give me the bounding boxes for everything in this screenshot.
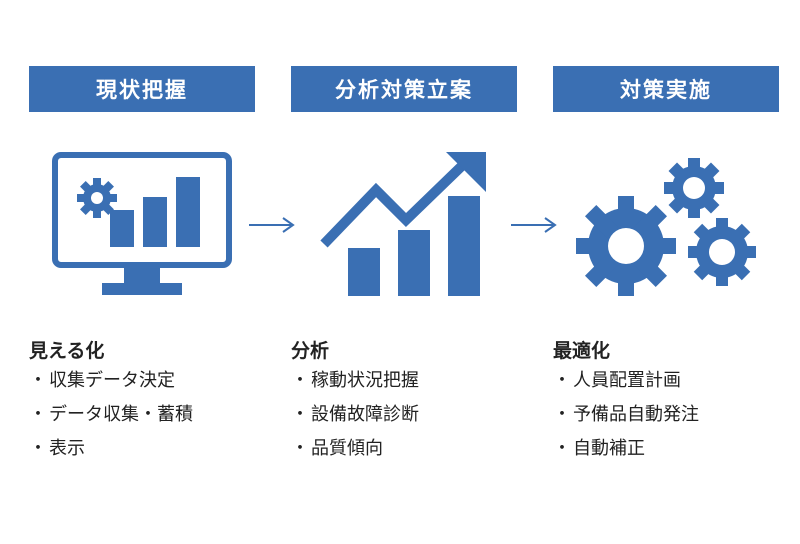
step-header-2: 分析対策立案: [291, 66, 517, 112]
step-title-1: 見える化: [29, 340, 105, 362]
step-header-1: 現状把握: [29, 66, 255, 112]
list-item: ・設備故障診断: [291, 404, 419, 425]
list-item: ・収集データ決定: [29, 370, 175, 391]
list-item: ・自動補正: [553, 438, 645, 459]
step-list-2: ・稼動状況把握 ・設備故障診断 ・品質傾向: [291, 364, 419, 466]
list-item: ・予備品自動発注: [553, 404, 699, 425]
list-item: ・品質傾向: [291, 438, 383, 459]
step-column-3: 対策実施: [553, 66, 779, 112]
list-item: ・稼動状況把握: [291, 370, 419, 391]
list-item: ・人員配置計画: [553, 370, 681, 391]
step-title-2: 分析: [291, 340, 330, 362]
arrow-right-icon: [249, 217, 295, 233]
step-list-3: ・人員配置計画 ・予備品自動発注 ・自動補正: [553, 364, 699, 466]
rising-bar-chart-icon: [320, 152, 486, 296]
list-item: ・表示: [29, 438, 85, 459]
step-title-3: 最適化: [553, 340, 611, 362]
monitor-chart-gear-icon: [52, 152, 232, 295]
step-column-1: 現状把握: [29, 66, 255, 112]
step-header-3: 対策実施: [553, 66, 779, 112]
arrow-right-icon: [511, 217, 557, 233]
step-list-1: ・収集データ決定 ・データ収集・蓄積 ・表示: [29, 364, 193, 466]
step-column-2: 分析対策立案: [291, 66, 517, 112]
list-item: ・データ収集・蓄積: [29, 404, 193, 425]
gears-icon: [576, 158, 756, 296]
